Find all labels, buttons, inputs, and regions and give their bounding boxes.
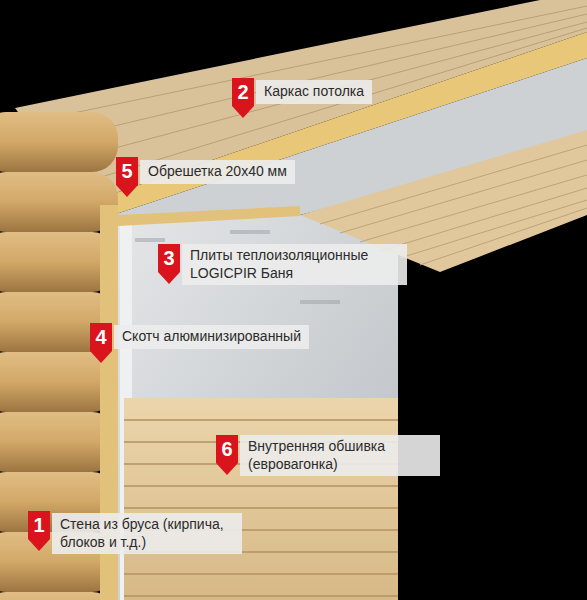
callout-number: 3 [158, 244, 180, 272]
callout-number: 5 [116, 157, 138, 185]
ceiling-batten [118, 206, 300, 226]
callout-number: 1 [28, 511, 50, 539]
callout-label: Внутренняя обшивка (евровагонка) [240, 435, 440, 476]
callout-label: Скотч алюминизированный [114, 325, 309, 349]
callout-label: Каркас потолка [256, 80, 372, 104]
wall-cladding [124, 398, 398, 600]
callout-number: 6 [216, 435, 238, 463]
callout-label: Стена из бруса (кирпича, блоков и т.д.) [52, 513, 242, 554]
callout-number: 2 [232, 78, 254, 106]
callout-label: Обрешетка 20x40 мм [140, 160, 295, 184]
callout-number: 4 [90, 323, 112, 351]
callout-label: Плиты теплоизоляционные LOGICPIR Баня [182, 244, 407, 285]
